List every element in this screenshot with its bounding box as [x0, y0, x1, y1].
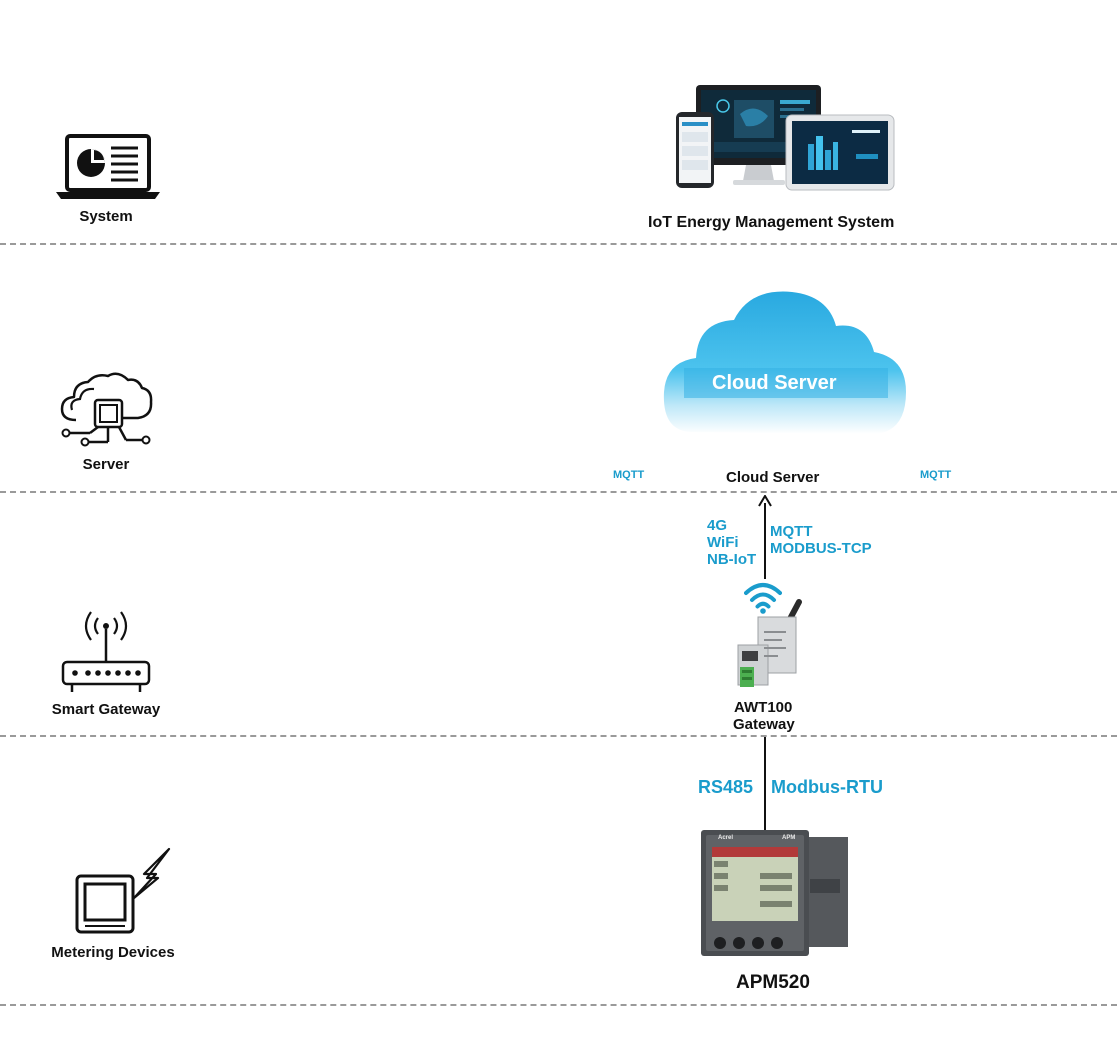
divider-system-server [0, 243, 1117, 245]
layer-label-system: System [79, 208, 133, 225]
iot-devices-image [668, 84, 896, 194]
meter-lightning-icon [74, 846, 174, 936]
layer-label-gateway: Smart Gateway [51, 701, 161, 718]
wireless-wifi-label: WiFi [707, 534, 739, 551]
modbus-rtu-label: Modbus-RTU [771, 777, 883, 797]
layer-label-metering: Metering Devices [51, 944, 175, 961]
rs485-link-line [764, 737, 766, 831]
laptop-icon [54, 133, 162, 203]
upstream-mqtt-label: MQTT [770, 523, 813, 540]
wifi-signal-icon [744, 581, 782, 615]
upstream-modbus-tcp-label: MODBUS-TCP [770, 540, 872, 557]
rs485-label: RS485 [698, 777, 754, 797]
uplink-arrow [758, 495, 772, 579]
cloud-inner-label: Cloud Server [712, 372, 837, 394]
meter-model-label: APM [782, 835, 796, 841]
gateway-label-line2: Gateway [733, 716, 795, 733]
cloud-server-icon [58, 372, 154, 450]
gateway-label-line1: AWT100 [734, 699, 793, 716]
divider-bottom [0, 1004, 1117, 1006]
divider-server-gateway [0, 491, 1117, 493]
meter-name-label: APM520 [736, 972, 810, 993]
gateway-device-image [728, 587, 818, 695]
wireless-nbiot-label: NB-IoT [707, 551, 757, 568]
router-icon [60, 604, 152, 692]
divider-gateway-metering [0, 735, 1117, 737]
meter-brand-label: Acrel [718, 835, 734, 841]
mqtt-left-label: MQTT [613, 469, 645, 481]
cloud-server-label: Cloud Server [726, 469, 820, 486]
wireless-4g-label: 4G [707, 517, 728, 534]
cloud-icon [660, 282, 910, 457]
layer-label-server: Server [82, 456, 130, 473]
mqtt-right-label: MQTT [920, 469, 952, 481]
iot-system-label: IoT Energy Management System [648, 214, 895, 231]
meter-device-image [700, 829, 850, 959]
